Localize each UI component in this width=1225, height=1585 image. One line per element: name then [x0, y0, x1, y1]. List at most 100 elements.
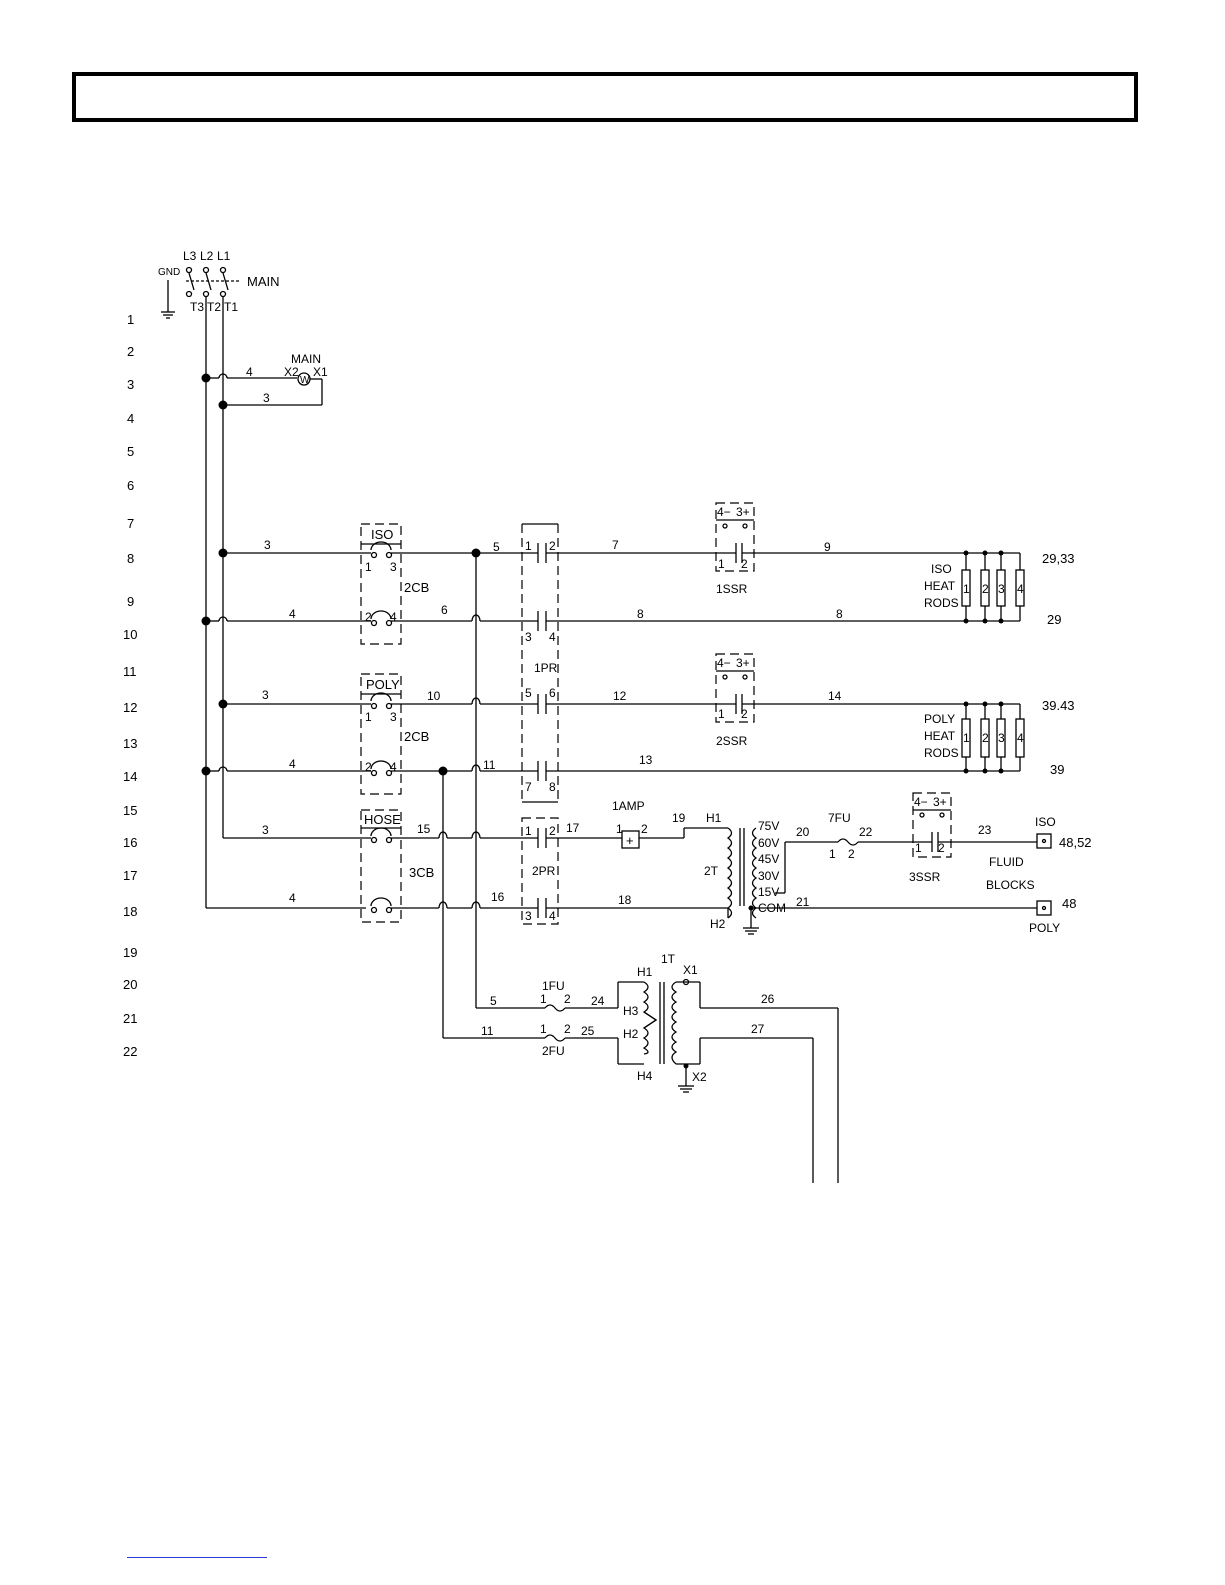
rung-number: 5 — [127, 444, 134, 459]
ssr-output-pin: 2 — [938, 841, 945, 855]
xfmr1-h1: H1 — [637, 965, 653, 979]
heater-label: RODS — [924, 596, 959, 610]
cross-ref: 29,33 — [1042, 551, 1075, 566]
amp-label: 1AMP — [612, 799, 645, 813]
wire-number: 10 — [427, 689, 441, 703]
relay-pin: 4 — [549, 630, 556, 644]
fuse-pin: 2 — [564, 1022, 571, 1036]
main-switch-label: MAIN — [247, 274, 280, 289]
wire-number: 7 — [612, 538, 619, 552]
cross-ref: 48 — [1062, 896, 1076, 911]
wire-number: 3 — [263, 391, 270, 405]
wire-number: 19 — [672, 811, 686, 825]
xfmr1-x1: X1 — [683, 963, 698, 977]
poly-breaker-label: POLY — [366, 677, 400, 692]
rung-8: 3 5 7 9 — [218, 538, 1020, 563]
rung-number: 2 — [127, 344, 134, 359]
rung-number: 10 — [123, 627, 137, 642]
ssr-output-pin: 1 — [718, 557, 725, 571]
xfmr1-h2: H2 — [623, 1027, 639, 1041]
ssr-input-minus: 4− — [717, 505, 731, 519]
rung-16-right: 20 7FU 1 2 22 23 ISO 48,52 FLUID BLOCKS — [785, 811, 1092, 892]
wire-number: 9 — [824, 540, 831, 554]
terminal-label: T1 — [224, 300, 238, 314]
terminal-label: T2 — [207, 300, 221, 314]
tap-45v: 45V — [758, 852, 779, 866]
xfmr1-name: 1T — [661, 952, 676, 966]
ammeter-icon — [621, 830, 640, 849]
rung-number: 20 — [123, 977, 137, 992]
heater-num: 1 — [963, 582, 970, 596]
wire-number: 27 — [751, 1022, 765, 1036]
rung-number: 8 — [127, 551, 134, 566]
relay-1pr: 1 2 3 4 1PR 5 6 7 8 — [521, 523, 559, 803]
rung-number: 17 — [123, 868, 137, 883]
wire-number: 4 — [289, 607, 296, 621]
ssr-1-label: 1SSR — [716, 582, 748, 596]
wire-number: 5 — [493, 540, 500, 554]
wire-number: 12 — [613, 689, 627, 703]
control-taps — [442, 553, 477, 1038]
tap-75v: 75V — [758, 819, 779, 833]
wire-number: 6 — [441, 603, 448, 617]
line-label: L3 — [183, 249, 197, 263]
rung-number: 18 — [123, 904, 137, 919]
fuse-7fu-label: 7FU — [828, 811, 851, 825]
rung-12: 3 10 12 14 — [218, 688, 1020, 714]
line-label: L2 — [200, 249, 214, 263]
heater-num: 4 — [1017, 731, 1024, 745]
heater-num: 2 — [982, 731, 989, 745]
relay-pin: 4 — [549, 909, 556, 923]
pilot-light-letter: W — [300, 375, 310, 386]
wire-number: 24 — [591, 994, 605, 1008]
rung-number: 13 — [123, 736, 137, 751]
tap-30v: 30V — [758, 869, 779, 883]
xfmr1-h4: H4 — [637, 1069, 653, 1083]
breaker-pin: 2 — [365, 610, 372, 624]
hose-breaker-label: HOSE — [364, 812, 401, 827]
relay-pin: 8 — [549, 780, 556, 794]
breaker-pin: 4 — [390, 760, 397, 774]
iso-heat-rods: ISO HEAT RODS 1 2 3 4 29,33 29 — [924, 550, 1075, 627]
xfmr1-x2: X2 — [692, 1070, 707, 1084]
wire-number: 4 — [246, 365, 253, 379]
blocks-label: BLOCKS — [986, 878, 1035, 892]
fuse-pin: 1 — [540, 992, 547, 1006]
relay-pin: 3 — [525, 630, 532, 644]
bus-lines — [205, 297, 366, 909]
fluid-label: FLUID — [989, 855, 1024, 869]
xfmr2-h1: H1 — [706, 811, 722, 825]
rung-number: 6 — [127, 478, 134, 493]
ssr-output-pin: 1 — [718, 707, 725, 721]
cross-ref: 29 — [1047, 612, 1061, 627]
amp-pin: 2 — [641, 822, 648, 836]
fluid-poly-label: POLY — [1029, 921, 1060, 935]
heater-label: HEAT — [924, 579, 956, 593]
breaker-pin: 3 — [390, 560, 397, 574]
rung-numbers: 1 2 3 4 5 6 7 8 9 10 11 12 13 14 15 16 1… — [123, 312, 137, 1059]
ssr-3-label: 3SSR — [909, 870, 941, 884]
wire-number: 4 — [289, 757, 296, 771]
relay-2pr-label: 2PR — [532, 864, 556, 878]
title-block — [72, 72, 1138, 122]
ssr-output-pin: 2 — [741, 557, 748, 571]
rung-number: 22 — [123, 1044, 137, 1059]
rung-number: 3 — [127, 377, 134, 392]
rung-16: 3 15 17 1AMP 1 2 + 19 H1 — [223, 799, 728, 849]
ssr-output-pin: 2 — [741, 707, 748, 721]
xfmr1-h3: H3 — [623, 1004, 639, 1018]
heater-num: 3 — [998, 731, 1005, 745]
rung-number: 1 — [127, 312, 134, 327]
xfmr2-name: 2T — [704, 864, 719, 878]
heater-label: RODS — [924, 746, 959, 760]
iso-breaker-label: ISO — [371, 527, 393, 542]
ssr-relays: 4− 3+ 1 2 1SSR 4− 3+ 1 2 2SSR 4− 3+ 1 2 … — [715, 502, 952, 884]
relay-1pr-label: 1PR — [534, 661, 558, 675]
terminal-label: T3 — [190, 300, 204, 314]
heater-num: 2 — [982, 582, 989, 596]
relay-pin: 3 — [525, 909, 532, 923]
fuse-pin: 1 — [829, 847, 836, 861]
fuse-2fu-label: 2FU — [542, 1044, 565, 1058]
rung-10: 4 6 8 8 — [201, 603, 1020, 631]
ssr-input-minus: 4− — [914, 795, 928, 809]
